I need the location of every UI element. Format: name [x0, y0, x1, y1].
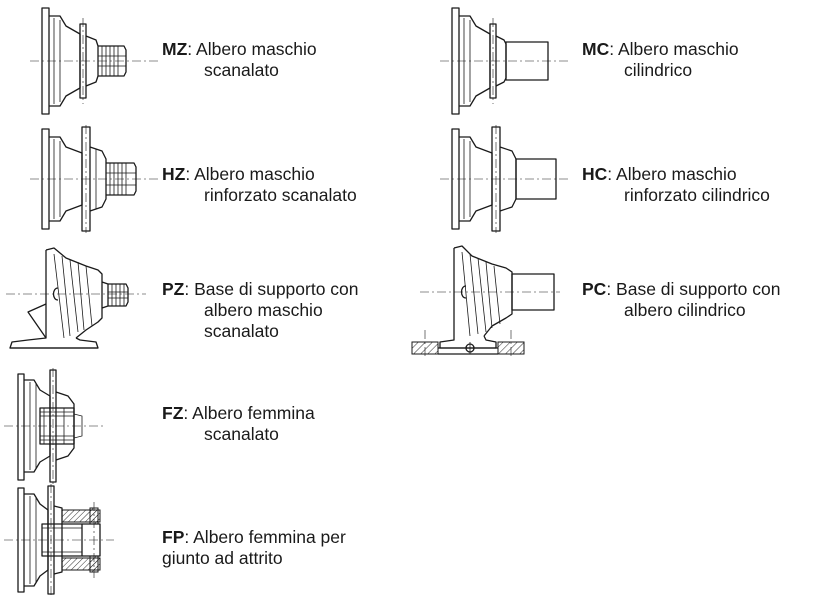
option-line2: rinforzato cilindrico [624, 185, 770, 205]
fp-drawing [4, 484, 124, 595]
mz-drawing [30, 6, 165, 116]
option-line2: scanalato [204, 60, 279, 80]
option-caption-hz: HZ: Albero maschio rinforzato scanalato [162, 164, 357, 206]
option-caption-pc: PC: Base di supporto con albero cilindri… [582, 279, 780, 321]
option-line1: : Albero femmina per [184, 527, 346, 547]
hc-drawing [440, 125, 580, 235]
pc-drawing [410, 244, 570, 360]
option-line1: : Albero maschio [185, 164, 315, 184]
mc-drawing [440, 6, 580, 116]
option-code: PZ [162, 279, 185, 299]
option-caption-fp: FP: Albero femmina per giunto ad attrito [162, 527, 346, 569]
option-code: HZ [162, 164, 186, 184]
option-line1: : Base di supporto con [184, 279, 359, 299]
option-line2: scanalato [204, 424, 279, 444]
option-caption-hc: HC: Albero maschio rinforzato cilindrico [582, 164, 770, 206]
option-line2: albero maschio [204, 300, 323, 320]
option-caption-mz: MZ: Albero maschio scanalato [162, 39, 317, 81]
option-line2: albero cilindrico [624, 300, 746, 320]
hz-drawing [30, 125, 165, 235]
option-line2: cilindrico [624, 60, 693, 80]
option-line2: giunto ad attrito [162, 548, 283, 568]
option-code: HC [582, 164, 608, 184]
option-line1: : Albero femmina [183, 403, 315, 423]
option-line1: : Albero maschio [187, 39, 317, 59]
fz-drawing [4, 368, 114, 484]
option-line1: : Albero maschio [607, 164, 737, 184]
option-caption-pz: PZ: Base di supporto con albero maschio … [162, 279, 359, 342]
option-line2: rinforzato scanalato [204, 185, 357, 205]
option-code: PC [582, 279, 607, 299]
option-caption-mc: MC: Albero maschio cilindrico [582, 39, 739, 81]
option-code: MZ [162, 39, 188, 59]
option-code: FP [162, 527, 185, 547]
option-line1: : Base di supporto con [606, 279, 781, 299]
option-line3: scanalato [204, 321, 279, 341]
pz-drawing [6, 244, 156, 356]
option-line1: : Albero maschio [609, 39, 739, 59]
option-caption-fz: FZ: Albero femmina scanalato [162, 403, 315, 445]
option-code: MC [582, 39, 610, 59]
option-code: FZ [162, 403, 184, 423]
